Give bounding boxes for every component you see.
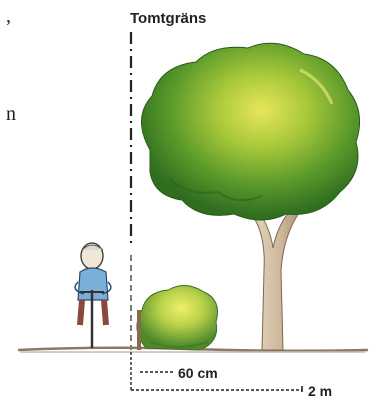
- hedge-bush: [137, 285, 218, 350]
- cropped-text-fragment: n: [6, 104, 16, 124]
- tree-distance-label: 2 m: [308, 384, 332, 398]
- cyclist-figure: [75, 243, 111, 348]
- hedge-distance-label: 60 cm: [178, 366, 218, 380]
- tree-trunk: [250, 204, 302, 350]
- boundary-label: Tomtgräns: [130, 11, 206, 26]
- boundary-post: [137, 310, 141, 350]
- cropped-text-fragment: ,: [6, 6, 11, 26]
- tree-crown: [141, 43, 359, 220]
